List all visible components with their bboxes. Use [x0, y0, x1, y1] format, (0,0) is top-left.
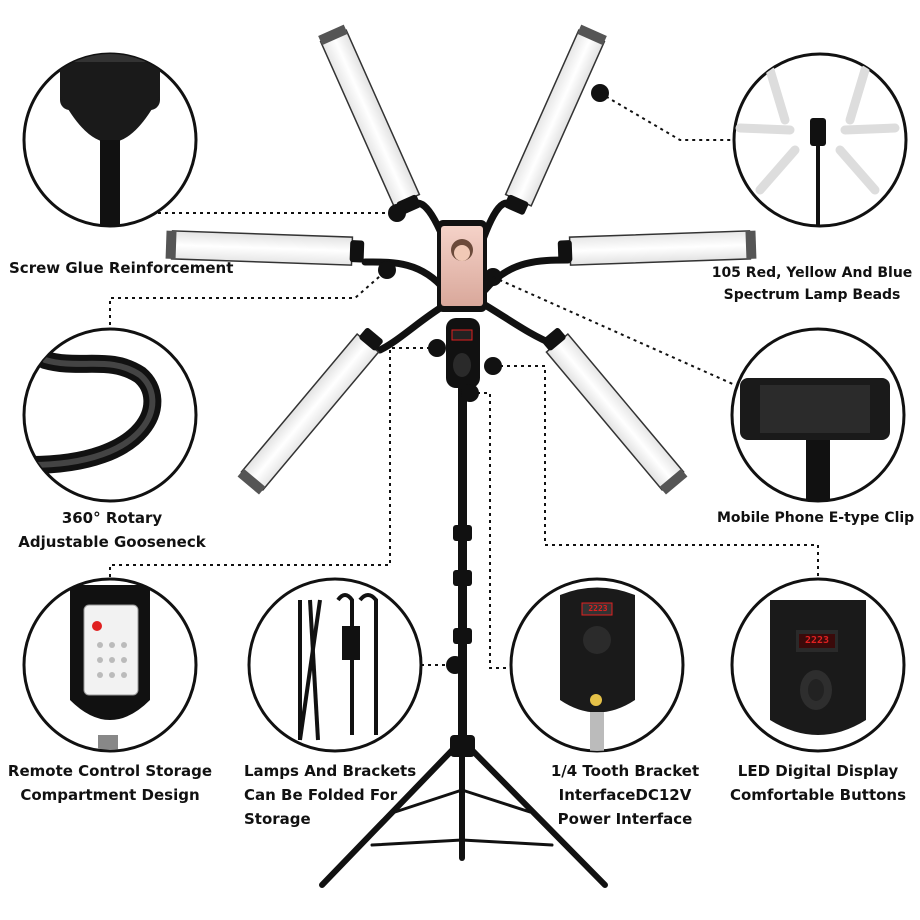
pole-lock-1 [453, 525, 472, 541]
caption-foldable: Lamps And Brackets Can Be Folded For Sto… [244, 762, 417, 828]
detail-remote-storage [22, 577, 198, 753]
leader-lines [109, 92, 819, 669]
led-readout-detail: 2223 [804, 635, 830, 646]
lamp-lower-left [237, 328, 383, 495]
lamp-lower-right [542, 328, 688, 495]
stand-pole [458, 385, 467, 745]
tripod-hub [450, 735, 475, 757]
phone-in-clip [437, 220, 487, 312]
light-stand [165, 24, 757, 888]
detail-gooseneck [22, 327, 198, 503]
caption-phone-clip: Mobile Phone E-type Clip [717, 510, 915, 526]
control-box [446, 318, 480, 388]
lamp-upper-right [504, 24, 607, 215]
lamp-upper-left [318, 24, 421, 215]
caption-remote-storage: Remote Control Storage Compartment Desig… [7, 762, 213, 804]
detail-led-display [730, 577, 906, 753]
lamp-middle-left [165, 230, 365, 266]
caption-spectrum: 105 Red, Yellow And Blue Spectrum Lamp B… [711, 265, 913, 303]
detail-bracket-interface [509, 577, 685, 753]
caption-bracket-interface: 1/4 Tooth Bracket InterfaceDC12V Power I… [550, 762, 700, 828]
detail-screw-glue [22, 52, 198, 228]
caption-gooseneck: 360° Rotary Adjustable Gooseneck [18, 509, 206, 551]
detail-folded [247, 577, 423, 753]
pole-lock-2 [453, 570, 472, 586]
caption-screw-glue: Screw Glue Reinforcement [9, 259, 234, 277]
detail-full-light [732, 52, 908, 228]
caption-led-display: LED Digital Display Comfortable Buttons [729, 762, 907, 804]
led-readout-bracket: 2223 [588, 604, 608, 613]
pole-lock-3 [453, 628, 472, 644]
tripod-legs [319, 737, 608, 888]
pole-lock-dot [446, 656, 464, 674]
detail-phone-clip [730, 327, 906, 503]
lamp-middle-right [557, 230, 757, 266]
